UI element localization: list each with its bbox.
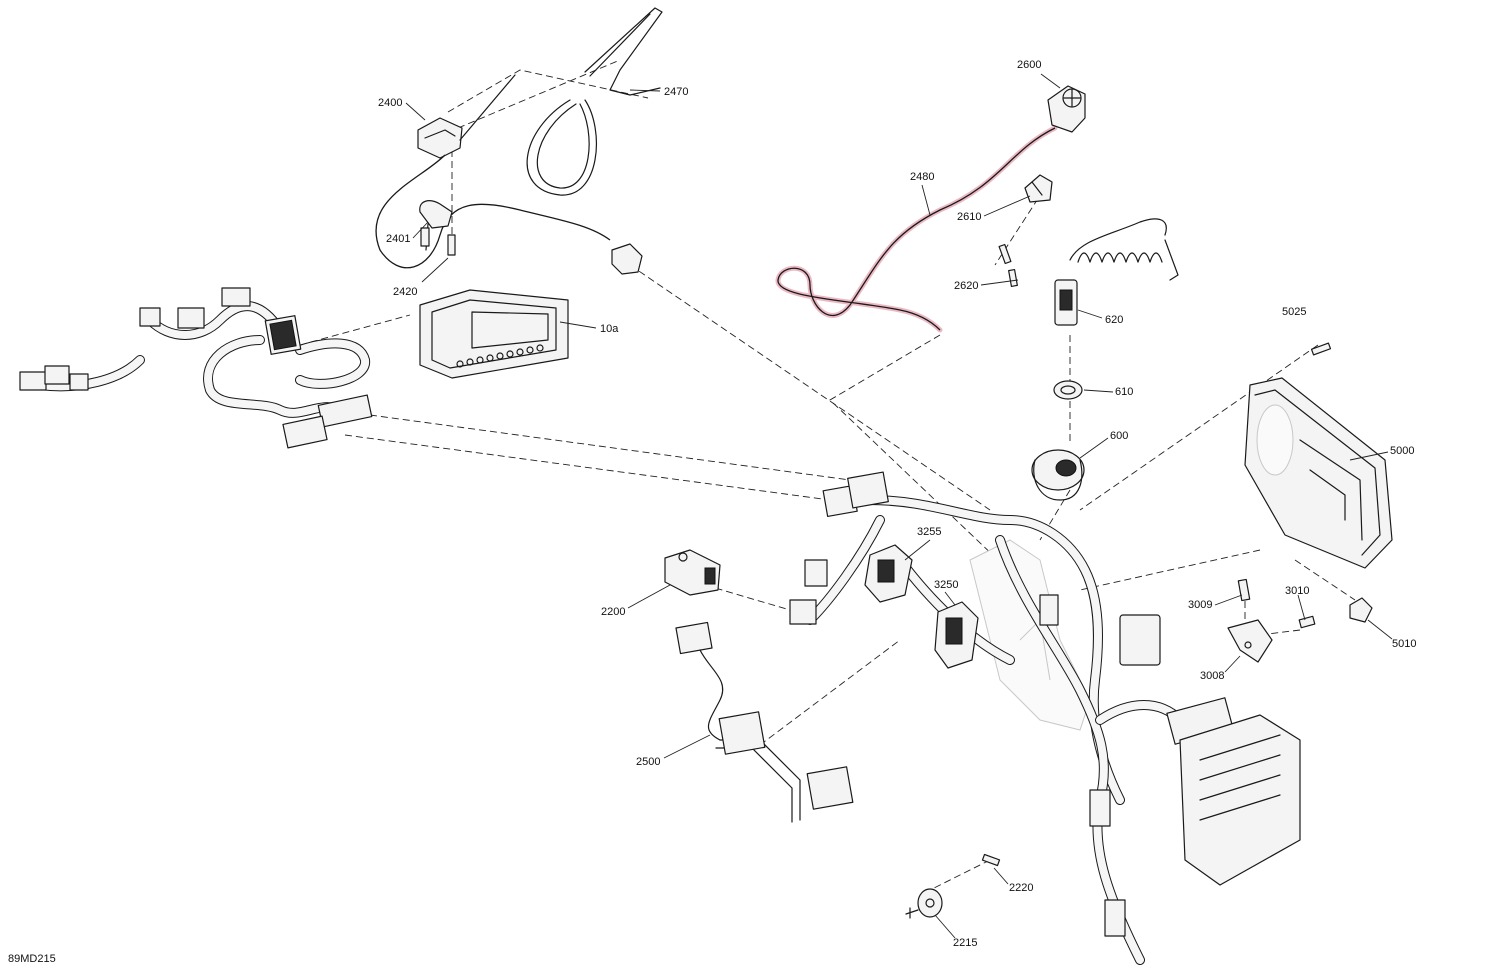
callout-2420: 2420 <box>393 286 417 298</box>
callout-2600: 2600 <box>1017 59 1041 71</box>
screw-2620 <box>998 243 1018 287</box>
callout-2480: 2480 <box>910 171 934 183</box>
switch-600 <box>1031 449 1085 501</box>
callout-2500: 2500 <box>636 756 660 768</box>
cap-5010 <box>1349 597 1373 623</box>
callout-3255: 3255 <box>917 526 941 538</box>
switch-3250 <box>934 601 979 669</box>
screw-2220 <box>981 853 1001 867</box>
gauge-10a <box>419 289 569 379</box>
bolt-3010 <box>1298 615 1316 629</box>
callout-5025: 5025 <box>1282 306 1306 318</box>
screw-5025 <box>1310 342 1332 356</box>
harness-left <box>19 287 373 449</box>
callout-5010: 5010 <box>1392 638 1416 650</box>
callout-620: 620 <box>1105 314 1123 326</box>
switch-3255 <box>864 544 913 603</box>
wire-2480 <box>775 125 1058 333</box>
callout-600: 600 <box>1110 430 1128 442</box>
clip-2400 <box>375 74 611 269</box>
figure-id: 89MD215 <box>8 953 56 965</box>
callout-610: 610 <box>1115 386 1133 398</box>
callout-2200: 2200 <box>601 606 625 618</box>
callout-2620: 2620 <box>954 280 978 292</box>
callout-3250: 3250 <box>934 579 958 591</box>
callout-2400: 2400 <box>378 97 402 109</box>
callout-2401: 2401 <box>386 233 410 245</box>
harness-2500 <box>675 621 854 823</box>
connector-2600 <box>1047 85 1086 133</box>
callout-3008: 3008 <box>1200 670 1224 682</box>
ecm-5000 <box>1244 377 1393 569</box>
connector-small <box>611 243 643 275</box>
callout-5000: 5000 <box>1390 445 1414 457</box>
harness-main <box>789 471 1301 965</box>
gauge-buttons <box>456 344 544 368</box>
callout-10a: 10a <box>600 323 619 335</box>
callout-labels: 2400 2470 2401 2420 10a 2600 2480 2610 2… <box>378 59 1416 949</box>
sensor-2200 <box>664 549 721 596</box>
callout-3010: 3010 <box>1285 585 1309 597</box>
bolt-3009 <box>1237 578 1251 602</box>
callout-2220: 2220 <box>1009 882 1033 894</box>
clamp-2610 <box>1024 174 1053 203</box>
strap-2470 <box>526 7 663 196</box>
ring-610 <box>1053 380 1083 400</box>
callout-2215: 2215 <box>953 937 977 949</box>
sensor-2215 <box>905 888 943 919</box>
clamp-2401 <box>419 200 456 256</box>
callout-2470: 2470 <box>664 86 688 98</box>
leader-lines <box>405 73 1393 939</box>
callout-2610: 2610 <box>957 211 981 223</box>
bracket-3008 <box>1227 619 1273 663</box>
callout-3009: 3009 <box>1188 599 1212 611</box>
lanyard-620 <box>1054 218 1179 326</box>
